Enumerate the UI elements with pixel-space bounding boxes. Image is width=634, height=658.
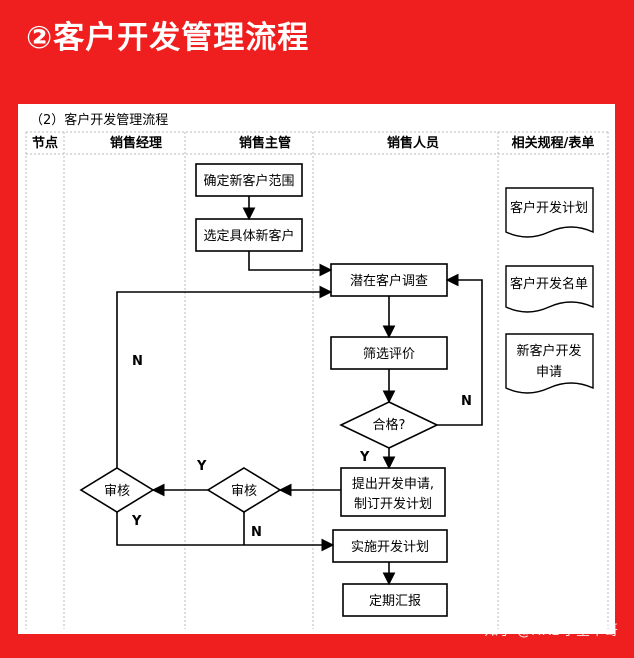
column-header-node: 节点 [32,135,58,151]
edge-select-to-survey [248,251,333,277]
flowchart-card: （2）客户开发管理流程 节点 销售经理 销售主管 销售人员 相关规程/表单 [18,104,615,634]
decision-qualified-label: 合格? [373,417,406,433]
diagram-caption: （2）客户开发管理流程 [30,112,168,128]
swimlane-header [25,131,609,629]
flowchart-diagram: （2）客户开发管理流程 节点 销售经理 销售主管 销售人员 相关规程/表单 [25,112,609,629]
node-implement [332,529,448,563]
label-y-manager: Y [131,514,142,529]
column-header-sales-manager: 销售经理 [110,135,162,151]
doc-customer-plan-label: 客户开发计划 [510,200,588,216]
doc-customer-plan-shape [505,187,594,238]
node-define-scope [195,163,303,197]
edge-manager-yes-to-implement [116,512,335,552]
node-define-scope-label: 确定新客户范围 [203,173,294,189]
label-y-supervisor: Y [196,459,207,474]
edge-qualified-no-loop [437,273,483,426]
label-y-qualified: Y [359,450,370,465]
label-n-qualified: N [461,394,472,409]
node-report [342,583,448,617]
column-header-procedures-forms: 相关规程/表单 [512,135,595,151]
doc-customer-list-label: 客户开发名单 [510,276,588,292]
node-propose-line1: 提出开发申请, [352,476,434,492]
label-n-supervisor: N [251,525,262,540]
node-propose-line2: 制订开发计划 [354,496,432,512]
doc-application-line1: 新客户开发 [516,343,581,359]
label-n-manager: N [132,354,143,369]
decision-review-manager-label: 审核 [104,484,130,499]
node-report-label: 定期汇报 [369,594,421,609]
page-title: ②客户开发管理流程 [26,20,310,56]
doc-application-shape [505,333,594,394]
column-header-sales-staff: 销售人员 [387,135,439,151]
node-potential-survey-label: 潜在客户调查 [350,273,428,289]
decision-review-supervisor-label: 审核 [231,484,257,499]
watermark: 知乎 @HRD学堂牛哥 [484,623,619,639]
node-select-customer-label: 选定具体新客户 [203,228,294,244]
edge-manager-no-loop [116,285,333,468]
node-potential-survey [330,263,448,297]
node-select-customer [195,218,303,252]
doc-application-line2: 申请 [536,365,562,380]
column-header-sales-supervisor: 销售主管 [239,135,291,151]
node-screen-evaluate-label: 筛选评价 [363,347,415,362]
node-implement-label: 实施开发计划 [351,539,429,555]
doc-customer-list-shape [505,265,594,313]
